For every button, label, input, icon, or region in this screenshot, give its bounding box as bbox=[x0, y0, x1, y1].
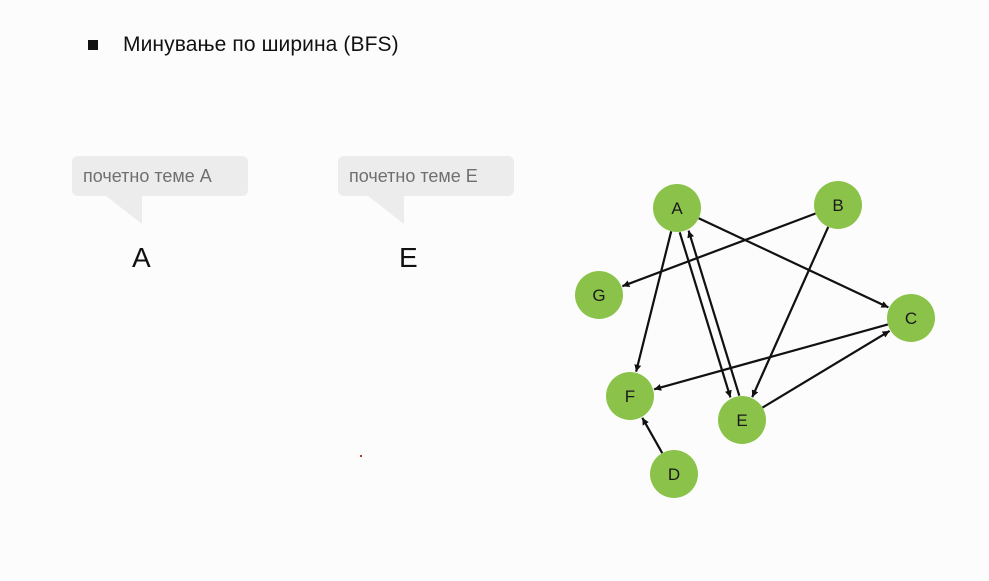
node-circle bbox=[606, 372, 654, 420]
node-circle bbox=[814, 181, 862, 229]
node-label: F bbox=[625, 387, 635, 406]
graph-edges bbox=[622, 212, 891, 454]
callout-start-a: почетно теме A bbox=[72, 156, 248, 224]
edge-e-to-c bbox=[761, 329, 891, 409]
edge-c-to-f bbox=[653, 323, 889, 391]
node-label: B bbox=[832, 196, 843, 215]
traversal-answer-e: E bbox=[399, 242, 418, 273]
laser-pointer-dot bbox=[360, 455, 362, 457]
graph-node-a: A bbox=[653, 184, 701, 232]
graph-node-c: C bbox=[887, 294, 935, 342]
edge-e-to-a bbox=[687, 230, 741, 397]
edge-a-to-e bbox=[678, 231, 732, 398]
bullet-item: Минување по ширина (BFS) bbox=[88, 31, 399, 59]
node-circle bbox=[575, 271, 623, 319]
node-circle bbox=[653, 184, 701, 232]
edge-d-to-f bbox=[641, 417, 664, 454]
callout-label: почетно теме E bbox=[349, 165, 478, 186]
edge-a-to-c bbox=[698, 217, 889, 309]
node-circle bbox=[718, 396, 766, 444]
slide-bullet-text: Минување по ширина (BFS) bbox=[123, 33, 399, 56]
graph-node-g: G bbox=[575, 271, 623, 319]
graph-node-e: E bbox=[718, 396, 766, 444]
node-circle bbox=[887, 294, 935, 342]
edge-b-to-e bbox=[751, 226, 830, 398]
callout-tail bbox=[106, 196, 142, 224]
traversal-answer-a: A bbox=[132, 242, 151, 273]
graph-node-f: F bbox=[606, 372, 654, 420]
node-label: A bbox=[671, 199, 683, 218]
edge-a-to-f bbox=[634, 231, 673, 372]
node-circle bbox=[650, 450, 698, 498]
callout-start-e: почетно теме E bbox=[338, 156, 514, 224]
callout-label: почетно теме A bbox=[83, 165, 212, 186]
node-label: G bbox=[592, 286, 605, 305]
node-label: D bbox=[668, 465, 680, 484]
node-label: E bbox=[736, 411, 747, 430]
callout-tail bbox=[368, 196, 404, 224]
bullet-square-icon bbox=[88, 40, 98, 50]
graph-nodes: A B C D E F G bbox=[575, 181, 935, 498]
graph-node-d: D bbox=[650, 450, 698, 498]
node-label: C bbox=[905, 309, 917, 328]
edge-b-to-g bbox=[622, 212, 816, 288]
graph-node-b: B bbox=[814, 181, 862, 229]
